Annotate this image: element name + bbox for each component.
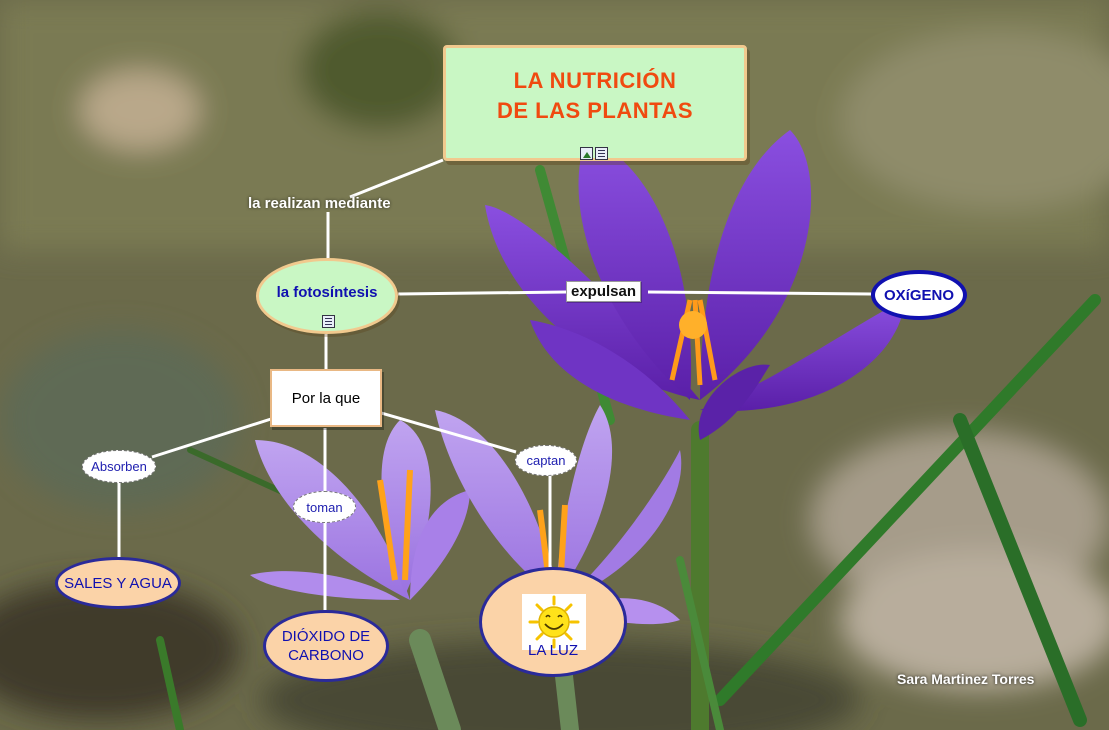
author-credit: Sara Martinez Torres	[897, 671, 1035, 687]
concept-sales-y-agua[interactable]: SALES Y AGUA	[55, 557, 181, 609]
link-label-expulsan: expulsan	[566, 281, 642, 302]
concept-oxigeno[interactable]: OXíGENO	[871, 270, 967, 320]
concept-dioxido-de-carbono[interactable]: DIÓXIDO DE CARBONO	[263, 610, 389, 682]
concept-oxigeno-label: OXíGENO	[883, 286, 954, 304]
concept-fotosintesis-label: la fotosíntesis	[276, 283, 378, 301]
image-icon[interactable]	[580, 147, 593, 160]
note-icon[interactable]	[595, 147, 608, 160]
link-label-por-la-que: Por la que	[291, 389, 361, 407]
link-absorben[interactable]: Absorben	[82, 450, 156, 483]
concept-sales-label: SALES Y AGUA	[64, 574, 172, 592]
link-label-absorben: Absorben	[91, 459, 147, 474]
note-icon[interactable]	[322, 315, 335, 328]
link-box-por-la-que[interactable]: Por la que	[270, 369, 382, 427]
title-box[interactable]: LA NUTRICIÓN DE LAS PLANTAS	[443, 45, 747, 161]
concept-fotosintesis[interactable]: la fotosíntesis	[256, 258, 398, 334]
map-title: LA NUTRICIÓN DE LAS PLANTAS	[496, 68, 694, 123]
sun-smiley-icon	[522, 594, 586, 650]
link-label-realizan: la realizan mediante	[248, 195, 391, 212]
title-resource-icons	[580, 147, 608, 160]
concept-dioxido-label: DIÓXIDO DE CARBONO	[281, 628, 371, 664]
concept-luz-label: LA LUZ	[527, 642, 579, 659]
link-label-captan: captan	[526, 453, 566, 468]
concept-la-luz[interactable]: LA LUZ	[479, 567, 627, 677]
link-toman[interactable]: toman	[293, 491, 356, 523]
link-label-toman: toman	[306, 499, 343, 515]
link-captan[interactable]: captan	[515, 445, 577, 476]
